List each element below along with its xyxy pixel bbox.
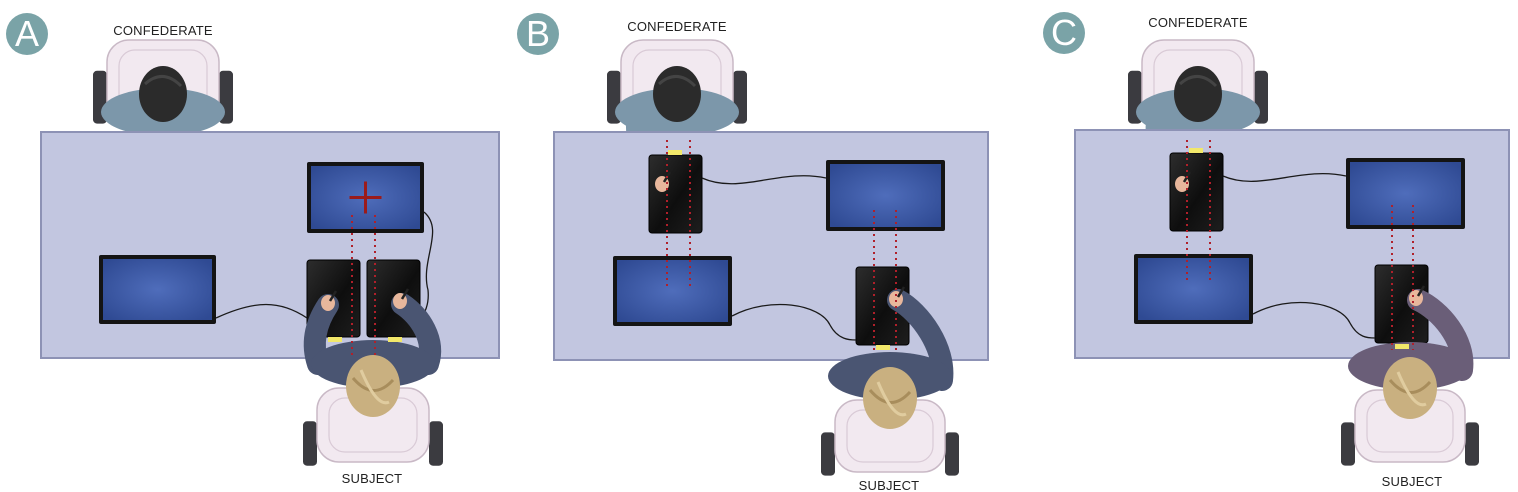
cable bbox=[1222, 172, 1347, 182]
hair-highlight bbox=[876, 381, 907, 417]
cable bbox=[701, 175, 827, 185]
hair-highlight bbox=[359, 369, 390, 405]
tablet bbox=[1169, 152, 1224, 232]
stylus bbox=[1416, 285, 1426, 297]
panel-c: C CONFEDERATE SUBJECT bbox=[1043, 12, 1510, 489]
hair-strands bbox=[658, 75, 697, 88]
panel-badge bbox=[517, 13, 559, 55]
subject-figure bbox=[1348, 289, 1474, 419]
panel-b: B CONFEDERATE SUBJECT bbox=[517, 13, 989, 492]
stylus bbox=[400, 288, 410, 300]
hair-blonde bbox=[863, 367, 917, 429]
hair-dark bbox=[653, 66, 701, 122]
hair-strands bbox=[144, 75, 183, 88]
hand-with-pen bbox=[393, 288, 410, 309]
hair-dark bbox=[1174, 66, 1222, 122]
cable bbox=[731, 303, 857, 341]
subject-figure bbox=[828, 289, 954, 429]
chair-armrest bbox=[821, 432, 835, 476]
tablet-label bbox=[388, 337, 402, 342]
panel-letter: B bbox=[526, 13, 550, 54]
panel-badge bbox=[1043, 12, 1085, 54]
cable bbox=[215, 303, 308, 319]
hair-blonde bbox=[1383, 357, 1437, 419]
hair-blonde bbox=[346, 355, 400, 417]
tablet-surface bbox=[1169, 152, 1224, 232]
monitor-screen bbox=[1138, 258, 1249, 320]
panel-letter: A bbox=[15, 13, 39, 54]
tablet-label bbox=[328, 337, 342, 342]
chair-armrest bbox=[1341, 422, 1355, 466]
subject-label: SUBJECT bbox=[1382, 474, 1443, 489]
monitor-screen bbox=[617, 260, 728, 322]
confederate-label: CONFEDERATE bbox=[113, 23, 213, 38]
confederate-figure bbox=[101, 66, 225, 136]
monitor-screen bbox=[103, 259, 212, 320]
panel-letter: C bbox=[1051, 12, 1077, 53]
monitor bbox=[99, 255, 216, 324]
monitor bbox=[1346, 158, 1465, 229]
chair-armrest bbox=[945, 432, 959, 476]
hair-highlight bbox=[1396, 371, 1427, 407]
monitor bbox=[307, 162, 424, 233]
subject-label: SUBJECT bbox=[859, 478, 920, 492]
tablet-surface bbox=[648, 154, 703, 234]
hair-dark bbox=[139, 66, 187, 122]
stylus bbox=[328, 290, 338, 302]
monitor-screen bbox=[830, 164, 941, 227]
chair-armrest bbox=[303, 421, 317, 466]
monitor bbox=[826, 160, 945, 231]
panel-a: A CONFEDERATE SUBJECT bbox=[6, 13, 500, 486]
monitor bbox=[613, 256, 732, 326]
confederate-label: CONFEDERATE bbox=[627, 19, 727, 34]
monitor bbox=[1134, 254, 1253, 324]
fixation-cross bbox=[364, 181, 367, 214]
tablet-label bbox=[1395, 344, 1409, 349]
hand-with-pen bbox=[321, 290, 338, 311]
hair-strands bbox=[1179, 75, 1218, 88]
chair bbox=[821, 399, 959, 476]
hand-with-pen bbox=[889, 286, 906, 307]
chair-armrest bbox=[429, 421, 443, 466]
tablet-label bbox=[668, 150, 682, 155]
chair-armrest bbox=[1465, 422, 1479, 466]
tablet bbox=[648, 154, 703, 234]
stylus bbox=[896, 286, 906, 298]
cable bbox=[1252, 301, 1376, 339]
confederate-label: CONFEDERATE bbox=[1148, 15, 1248, 30]
tablet-label bbox=[1189, 148, 1203, 153]
panel-badge bbox=[6, 13, 48, 55]
chair bbox=[303, 387, 443, 466]
tablet-label bbox=[876, 345, 890, 350]
subject-label: SUBJECT bbox=[342, 471, 403, 486]
monitor-screen bbox=[1350, 162, 1461, 225]
chair bbox=[1341, 389, 1479, 466]
